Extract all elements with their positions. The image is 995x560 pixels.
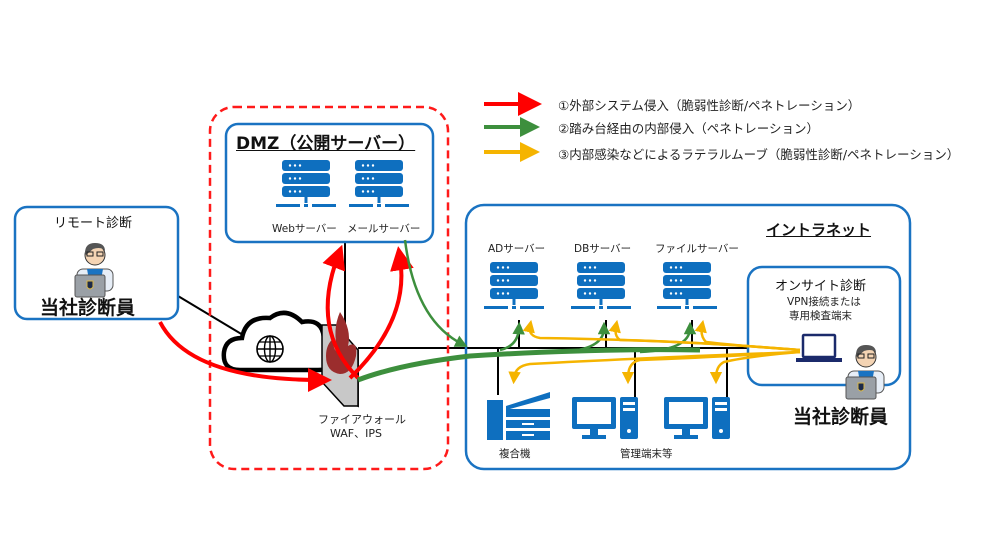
dmz-box [224,122,435,244]
intranet-title: イントラネット [766,221,872,239]
dmz-zone-border [208,105,450,471]
external-attack-paths [158,244,414,392]
legend-item-external: ①外部システム侵入（脆弱性診断/ペネトレーション） [558,98,861,113]
admin-pc-icon [664,397,730,439]
onsite-subtitle-line1: VPN接続または [787,296,861,308]
remote-analyst-label: 当社診断員 [40,297,136,319]
legend-item-lateral: ③内部感染などによるラテラルムーブ（脆弱性診断/ペネトレーション） [558,147,960,162]
lateral-movement-paths [508,319,801,385]
mail-server-label: メールサーバー [347,223,421,235]
dmz-title: DMZ（公開サーバー） [236,134,416,154]
admin-pc-icon [572,397,638,439]
onsite-subtitle-line2: 専用検査端末 [789,310,852,322]
ad-server-label: ADサーバー [488,243,546,255]
firewall-sublabel: WAF、IPS [330,427,382,440]
admin-pc-label: 管理端末等 [620,448,673,460]
db-server-icon [571,262,631,309]
printer-label: 複合機 [499,448,531,460]
file-server-label: ファイルサーバー [655,243,739,255]
laptop-icon [796,333,842,362]
remote-title: リモート診断 [54,216,133,231]
web-server-label: Webサーバー [272,223,337,235]
db-server-label: DBサーバー [574,243,632,255]
onsite-title: オンサイト診断 [775,279,867,294]
legend-item-pivot: ②踏み台経由の内部侵入（ペネトレーション） [558,121,819,136]
onsite-analyst-label: 当社診断員 [793,406,889,428]
ad-server-icon [484,262,544,309]
firewall-label: ファイアウォール [318,413,406,426]
legend-arrows [484,92,542,162]
internet-cloud-icon [221,310,339,373]
pivot-attack-paths [357,239,701,383]
printer-icon [487,392,550,440]
file-server-icon [657,262,717,309]
